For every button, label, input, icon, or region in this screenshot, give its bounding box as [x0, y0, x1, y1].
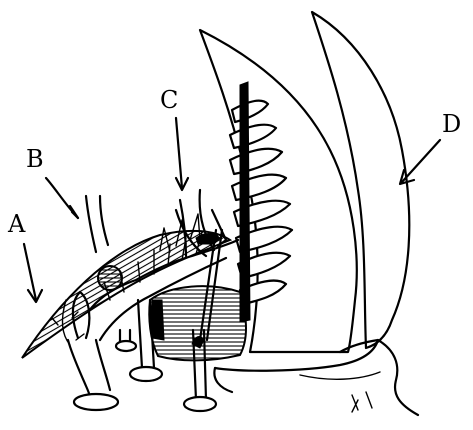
label-a: A — [7, 210, 26, 238]
label-c: C — [160, 86, 178, 114]
label-d-group: D — [400, 110, 461, 184]
label-d: D — [442, 110, 461, 138]
hatched-base — [149, 286, 246, 360]
label-a-group: A — [7, 210, 42, 302]
label-c-group: C — [160, 86, 188, 190]
label-b-group: B — [26, 145, 78, 218]
structure-b — [86, 196, 108, 252]
label-b: B — [26, 145, 44, 173]
